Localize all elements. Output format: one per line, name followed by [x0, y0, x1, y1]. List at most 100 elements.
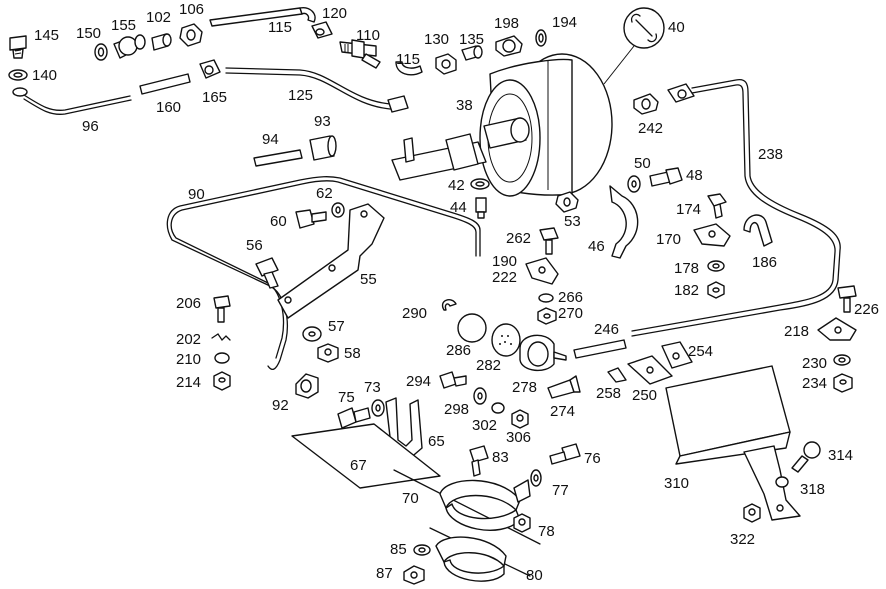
label-135: 135 — [459, 31, 484, 48]
label-56: 56 — [246, 237, 263, 254]
filter-282 — [491, 323, 521, 357]
bolt-226 — [837, 285, 857, 313]
label-262: 262 — [506, 230, 531, 247]
nut-106 — [179, 23, 203, 47]
clip-218 — [817, 317, 857, 341]
washer-62 — [331, 202, 345, 218]
washer-77 — [530, 469, 542, 487]
label-306: 306 — [506, 429, 531, 446]
label-87: 87 — [376, 565, 393, 582]
label-48: 48 — [686, 167, 703, 184]
label-125: 125 — [288, 87, 313, 104]
nut-78 — [513, 513, 531, 533]
label-76: 76 — [584, 450, 601, 467]
fitting-165 — [199, 59, 221, 79]
label-226: 226 — [854, 301, 879, 318]
label-120: 120 — [322, 5, 347, 22]
label-75: 75 — [338, 389, 355, 406]
label-106: 106 — [179, 1, 204, 18]
label-40: 40 — [668, 19, 685, 36]
label-58: 58 — [344, 345, 361, 362]
label-155: 155 — [111, 17, 136, 34]
label-102: 102 — [146, 9, 171, 26]
label-150: 150 — [76, 25, 101, 42]
washer-73 — [371, 399, 385, 417]
label-282: 282 — [476, 357, 501, 374]
label-165: 165 — [202, 89, 227, 106]
label-194: 194 — [552, 14, 577, 31]
label-77: 77 — [552, 482, 569, 499]
fitting-198 — [495, 35, 523, 57]
washer-266 — [538, 293, 554, 303]
clamp-46 — [609, 185, 639, 259]
nut-58 — [317, 343, 339, 363]
label-186: 186 — [752, 254, 777, 271]
bolt-174 — [707, 193, 727, 219]
banjo-bolt-145 — [9, 35, 27, 59]
washer-318 — [775, 476, 789, 488]
clip-120 — [311, 21, 333, 39]
label-62: 62 — [316, 185, 333, 202]
nut-87 — [403, 565, 425, 585]
line-238 — [631, 78, 841, 337]
label-83: 83 — [492, 449, 509, 466]
label-290: 290 — [402, 305, 427, 322]
fitting-92 — [295, 373, 319, 399]
clip-254 — [661, 341, 693, 369]
washer-230 — [833, 354, 851, 366]
wrench-symbol-40 — [603, 7, 665, 85]
label-270: 270 — [558, 305, 583, 322]
label-178: 178 — [674, 260, 699, 277]
label-55: 55 — [360, 271, 377, 288]
housing-278 — [519, 334, 567, 371]
label-298: 298 — [444, 401, 469, 418]
nut-234 — [833, 373, 853, 393]
nut-322 — [743, 503, 761, 523]
clip-170 — [693, 223, 731, 247]
line-90 — [166, 176, 481, 371]
label-94: 94 — [262, 131, 279, 148]
washer-178 — [707, 260, 725, 272]
label-234: 234 — [802, 375, 827, 392]
label-310: 310 — [664, 475, 689, 492]
label-214: 214 — [176, 374, 201, 391]
tube-246 — [573, 339, 627, 359]
part-labels: 145 150 155 102 106 115 120 110 130 135 … — [32, 1, 879, 584]
line-96 — [12, 87, 132, 115]
washer-57 — [302, 326, 322, 342]
label-85: 85 — [390, 541, 407, 558]
bolt-56 — [255, 257, 279, 289]
washer-210 — [214, 352, 230, 364]
ring-290 — [441, 299, 457, 311]
label-218: 218 — [784, 323, 809, 340]
nut-130 — [435, 53, 457, 75]
shield-310 — [665, 365, 801, 521]
label-170: 170 — [656, 231, 681, 248]
nipple-44 — [475, 197, 487, 219]
label-222: 222 — [492, 269, 517, 286]
bolt-294 — [439, 371, 467, 389]
label-230: 230 — [802, 355, 827, 372]
ball-286 — [457, 313, 487, 343]
label-130: 130 — [424, 31, 449, 48]
label-174: 174 — [676, 201, 701, 218]
label-160: 160 — [156, 99, 181, 116]
clip-202 — [211, 333, 231, 342]
hose-115-top — [209, 7, 316, 27]
label-115-b: 115 — [396, 51, 420, 68]
label-198: 198 — [494, 15, 519, 32]
tube-94 — [253, 149, 303, 167]
label-57: 57 — [328, 318, 345, 335]
label-242: 242 — [638, 120, 663, 137]
label-266: 266 — [558, 289, 583, 306]
label-38: 38 — [456, 97, 473, 114]
label-254: 254 — [688, 343, 713, 360]
nipple-102 — [151, 33, 172, 51]
label-92: 92 — [272, 397, 289, 414]
bolt-48 — [649, 167, 683, 187]
label-246: 246 — [594, 321, 619, 338]
label-250: 250 — [632, 387, 657, 404]
label-258: 258 — [596, 385, 621, 402]
label-67: 67 — [350, 457, 367, 474]
label-46: 46 — [588, 238, 605, 255]
